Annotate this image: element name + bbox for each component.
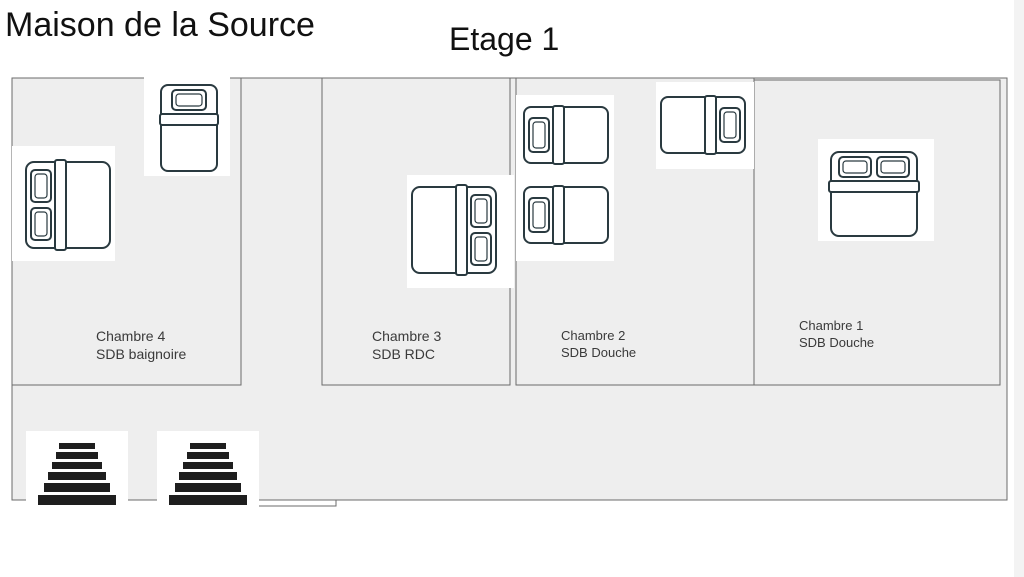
single-bed-icon <box>656 82 754 169</box>
room-bathroom: SDB RDC <box>372 346 436 362</box>
page-edge <box>1014 0 1024 577</box>
room-label-chambre-1: Chambre 1 SDB Douche <box>799 317 874 351</box>
room-bathroom: SDB Douche <box>799 335 875 350</box>
room-label-chambre-3: Chambre 3 SDB RDC <box>372 327 441 363</box>
room-bathroom: SDB Douche <box>561 345 637 360</box>
room-bathroom: SDB baignoire <box>96 346 187 362</box>
stairs-icon <box>157 431 259 517</box>
room-name: Chambre 4 <box>96 328 166 344</box>
room-label-chambre-4: Chambre 4 SDB baignoire <box>96 327 186 363</box>
room-name: Chambre 1 <box>799 318 864 333</box>
plan-title: Maison de la Source <box>5 6 315 44</box>
room-name: Chambre 2 <box>561 328 626 343</box>
double-bed-icon <box>818 139 934 241</box>
floor-label: Etage 1 <box>449 21 560 57</box>
room-name: Chambre 3 <box>372 328 442 344</box>
single-bed-icon <box>144 76 230 176</box>
double-bed-icon <box>407 175 514 288</box>
room-label-chambre-2: Chambre 2 SDB Douche <box>561 327 636 361</box>
double-bed-icon <box>12 146 115 261</box>
single-bed-icon <box>523 185 609 245</box>
stairs-icon <box>26 431 128 517</box>
